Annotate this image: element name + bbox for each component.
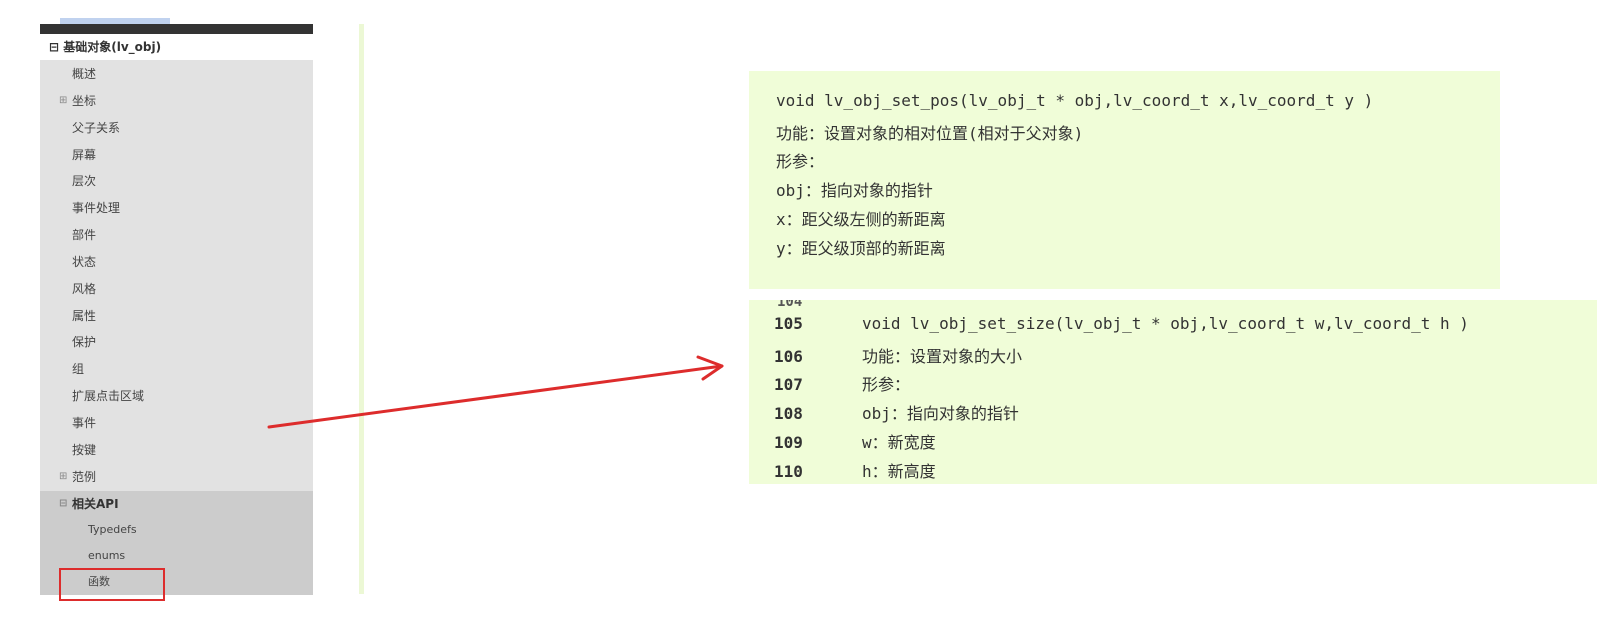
- code-row: 105 void lv_obj_set_size(lv_obj_t * obj,l…: [774, 314, 1469, 333]
- top-bar-fragment: [60, 18, 170, 24]
- code-row: 109 w：新宽度: [774, 429, 936, 453]
- sidebar-item[interactable]: 按键: [40, 437, 313, 464]
- sidebar-item[interactable]: 层次: [40, 168, 313, 195]
- line-number: 106: [774, 346, 803, 366]
- arrow-shaft: [267, 364, 724, 429]
- sidebar-item-label: 事件处理: [72, 201, 121, 216]
- sidebar-item-label: 相关API: [72, 496, 119, 511]
- sidebar-item[interactable]: 扩展点击区域: [40, 383, 313, 410]
- sidebar-item-label: 状态: [72, 254, 97, 269]
- code-panel-set-pos: void lv_obj_set_pos(lv_obj_t * obj,lv_co…: [749, 71, 1500, 289]
- sidebar-item-label: 层次: [72, 174, 97, 189]
- code-text: h：新高度: [862, 461, 936, 481]
- code-line: 形参：: [776, 152, 825, 172]
- sidebar-item-label: 坐标: [72, 93, 97, 108]
- sidebar-item-related-api[interactable]: ⊟ 相关API: [40, 490, 313, 518]
- sidebar-subitem[interactable]: enums: [40, 543, 313, 569]
- code-row: 107 形参：: [774, 371, 910, 395]
- content-divider: [359, 24, 364, 594]
- sidebar-item-label: 概述: [72, 67, 97, 81]
- sidebar-item-label: 屏幕: [72, 147, 97, 162]
- sidebar-item[interactable]: 屏幕: [40, 142, 313, 169]
- code-line: obj：指向对象的指针: [776, 181, 933, 201]
- sidebar-root-label: 基础对象(lv_obj): [63, 40, 162, 54]
- sidebar-item[interactable]: 属性: [40, 303, 313, 330]
- code-text: 功能：设置对象的大小: [862, 346, 1023, 366]
- sidebar-root-item[interactable]: ⊟ 基础对象(lv_obj): [40, 34, 313, 61]
- sidebar-item[interactable]: ⊞ 范例: [40, 464, 313, 491]
- expand-icon[interactable]: ⊞: [59, 470, 68, 482]
- sidebar-item-label: 风格: [72, 281, 97, 296]
- code-row: 108 obj：指向对象的指针: [774, 400, 1019, 424]
- collapse-icon[interactable]: ⊟: [49, 40, 60, 54]
- line-number: 107: [774, 375, 803, 395]
- highlight-box: [59, 568, 165, 601]
- sidebar-item[interactable]: 父子关系: [40, 115, 313, 142]
- sidebar-item-label: 属性: [72, 308, 97, 323]
- sidebar-item[interactable]: ⊞ 坐标: [40, 88, 313, 115]
- code-panel-set-size: 104 105 void lv_obj_set_size(lv_obj_t * o…: [749, 300, 1597, 484]
- cut-line-number: 104: [777, 300, 803, 310]
- sidebar-item[interactable]: 事件处理: [40, 195, 313, 222]
- code-text: void lv_obj_set_size(lv_obj_t * obj,lv_c…: [862, 314, 1469, 333]
- code-line: void lv_obj_set_pos(lv_obj_t * obj,lv_co…: [776, 91, 1374, 110]
- line-number: 109: [774, 432, 803, 452]
- sidebar-item[interactable]: 组: [40, 356, 313, 383]
- sidebar-item-label: 组: [72, 362, 85, 377]
- code-row: 110 h：新高度: [774, 458, 936, 482]
- sidebar-item-label: 扩展点击区域: [72, 389, 145, 404]
- sidebar-item[interactable]: 风格: [40, 276, 313, 303]
- line-number: 108: [774, 404, 803, 424]
- line-number: 110: [774, 461, 803, 481]
- arrow-head-icon: [696, 355, 724, 381]
- sidebar-item[interactable]: 状态: [40, 249, 313, 276]
- code-line: 功能：设置对象的相对位置(相对于父对象): [776, 123, 1084, 143]
- code-text: w：新宽度: [862, 432, 936, 452]
- sidebar-item[interactable]: 概述: [40, 61, 313, 88]
- sidebar: ⊟ 基础对象(lv_obj) 概述 ⊞ 坐标父子关系屏幕层次事件处理部件状态风格属性…: [40, 34, 313, 595]
- line-number: 105: [774, 314, 803, 333]
- sidebar-item[interactable]: 部件: [40, 222, 313, 249]
- sidebar-item[interactable]: 保护: [40, 329, 313, 356]
- sidebar-subitem[interactable]: 函数: [40, 568, 313, 595]
- sidebar-item-label: 范例: [72, 469, 97, 484]
- code-text: 形参：: [862, 375, 911, 395]
- code-text: obj：指向对象的指针: [862, 404, 1019, 424]
- collapse-icon[interactable]: ⊟: [59, 497, 68, 509]
- sidebar-item-label: 按键: [72, 442, 97, 457]
- code-line: x：距父级左侧的新距离: [776, 209, 946, 229]
- sidebar-subitem[interactable]: Typedefs: [40, 517, 313, 544]
- sidebar-item-list: 概述 ⊞ 坐标父子关系屏幕层次事件处理部件状态风格属性保护组扩展点击区域事件按键 ⊞ 范…: [40, 61, 313, 595]
- top-bar: [40, 18, 313, 34]
- expand-icon[interactable]: ⊞: [59, 94, 68, 106]
- sidebar-item-label: 事件: [72, 415, 97, 430]
- code-row: 106 功能：设置对象的大小: [774, 343, 1022, 367]
- sidebar-item-label: 部件: [72, 228, 97, 243]
- code-line: y：距父级顶部的新距离: [776, 238, 946, 258]
- sidebar-item[interactable]: 事件: [40, 410, 313, 437]
- sidebar-item-label: 保护: [72, 335, 97, 350]
- sidebar-item-label: 父子关系: [72, 120, 121, 135]
